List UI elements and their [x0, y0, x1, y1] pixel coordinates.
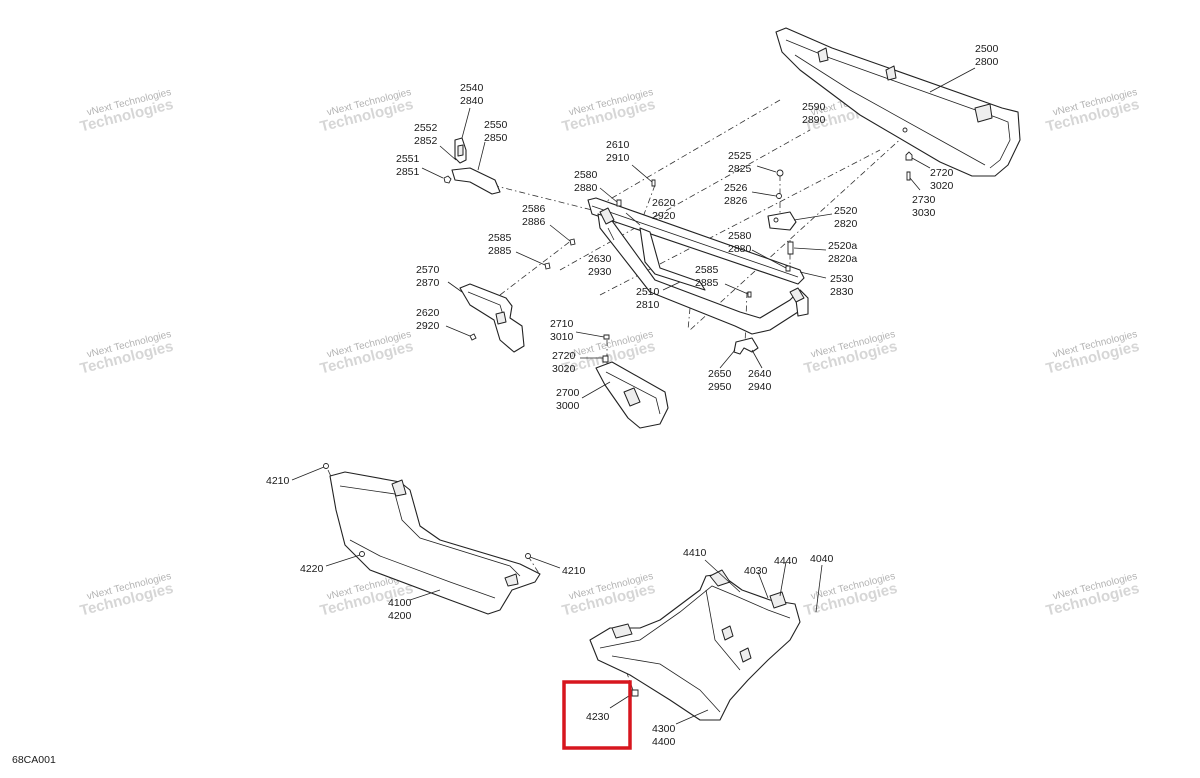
callout-2851: 2851 — [396, 166, 420, 178]
callout-2585: 2585 — [695, 264, 719, 276]
callout-2551: 2551 — [396, 153, 420, 165]
callout-2590: 2590 — [802, 101, 826, 113]
alignment-line — [599, 149, 881, 296]
callout-2885: 2885 — [488, 245, 512, 257]
alignment-line — [599, 99, 781, 206]
leader-2552 — [439, 145, 457, 161]
clip-2640 — [719, 337, 763, 369]
callout-2880: 2880 — [574, 182, 598, 194]
callout-2920: 2920 — [416, 320, 440, 332]
callout-2840: 2840 — [460, 95, 484, 107]
callout-2720: 2720 — [930, 167, 954, 179]
callout-2570: 2570 — [416, 264, 440, 276]
side-bar-frame-2510 — [587, 197, 809, 335]
callout-2540: 2540 — [460, 82, 484, 94]
callout-4200: 4200 — [388, 610, 412, 622]
alignment-line — [744, 291, 748, 346]
callout-4220: 4220 — [300, 563, 324, 575]
skid-plate-4100 — [291, 463, 561, 615]
callout-2700: 2700 — [556, 387, 580, 399]
callout-4210: 4210 — [562, 565, 586, 577]
alignment-line — [527, 555, 541, 576]
alignment-line — [479, 181, 593, 211]
callout-2880: 2880 — [728, 243, 752, 255]
striker-2520 — [751, 165, 833, 279]
callout-4230: 4230 — [586, 711, 610, 723]
alignment-line — [499, 239, 573, 296]
callout-2552: 2552 — [414, 122, 438, 134]
callout-2640: 2640 — [748, 368, 772, 380]
callout-2850: 2850 — [484, 132, 508, 144]
callout-3030: 3030 — [912, 207, 936, 219]
callout-3020: 3020 — [552, 363, 576, 375]
alignment-line — [689, 134, 906, 331]
callout-2510: 2510 — [636, 286, 660, 298]
callout-2910: 2910 — [606, 152, 630, 164]
callout-2810: 2810 — [636, 299, 660, 311]
callout-2820: 2820 — [834, 218, 858, 230]
callout-4030: 4030 — [744, 565, 768, 577]
callout-2930: 2930 — [588, 266, 612, 278]
callout-2886: 2886 — [522, 216, 546, 228]
callout-2890: 2890 — [802, 114, 826, 126]
skid-plate-4300 — [589, 559, 823, 725]
callout-2650: 2650 — [708, 368, 732, 380]
callout-2950: 2950 — [708, 381, 732, 393]
callout-labels: 2500 2800 2590 2890 2540 2840 2552 2852 … — [12, 43, 999, 766]
callout-4040: 4040 — [810, 553, 834, 565]
callout-2585: 2585 — [488, 232, 512, 244]
highlight-box-4230 — [562, 680, 632, 750]
callout-2620: 2620 — [416, 307, 440, 319]
callout-2525: 2525 — [728, 150, 752, 162]
callout-2720: 2720 — [552, 350, 576, 362]
callout-2520a: 2520a — [828, 240, 857, 252]
callout-4410: 4410 — [683, 547, 707, 559]
callout-2885: 2885 — [695, 277, 719, 289]
callout-2920: 2920 — [652, 210, 676, 222]
callout-4400: 4400 — [652, 736, 676, 748]
callout-4100: 4100 — [388, 597, 412, 609]
fastener-2720-right — [905, 151, 931, 191]
callout-2830: 2830 — [830, 286, 854, 298]
callout-2620: 2620 — [652, 197, 676, 209]
callout-2526: 2526 — [724, 182, 748, 194]
callout-4300: 4300 — [652, 723, 676, 735]
callout-2730: 2730 — [912, 194, 936, 206]
alignment-line — [559, 129, 811, 271]
callout-4440: 4440 — [774, 555, 798, 567]
callout-2710: 2710 — [550, 318, 574, 330]
callout-3010: 3010 — [550, 331, 574, 343]
callout-4210: 4210 — [266, 475, 290, 487]
fastener-2551 — [421, 167, 452, 184]
callout-2826: 2826 — [724, 195, 748, 207]
bracket-2700 — [581, 361, 669, 429]
callout-2550: 2550 — [484, 119, 508, 131]
callout-2852: 2852 — [414, 135, 438, 147]
callout-2940: 2940 — [748, 381, 772, 393]
fastener-cluster-frame — [515, 164, 752, 298]
door-panel-2500 — [775, 27, 1021, 177]
callout-2610: 2610 — [606, 139, 630, 151]
callout-3000: 3000 — [556, 400, 580, 412]
callout-3020: 3020 — [930, 180, 954, 192]
strap-2550 — [451, 141, 501, 195]
callout-2586: 2586 — [522, 203, 546, 215]
callout-2630: 2630 — [588, 253, 612, 265]
callout-2580: 2580 — [574, 169, 598, 181]
bracket-2570 — [445, 281, 525, 353]
callout-2825: 2825 — [728, 163, 752, 175]
callout-2800: 2800 — [975, 56, 999, 68]
diagram-code: 68CA001 — [12, 754, 56, 766]
callout-2580: 2580 — [728, 230, 752, 242]
callout-2500: 2500 — [975, 43, 999, 55]
callout-2820a: 2820a — [828, 253, 857, 265]
callout-2870: 2870 — [416, 277, 440, 289]
hinge-bracket-2540 — [454, 107, 471, 164]
callout-2520: 2520 — [834, 205, 858, 217]
callout-2530: 2530 — [830, 273, 854, 285]
fastener-2710 — [575, 331, 610, 363]
